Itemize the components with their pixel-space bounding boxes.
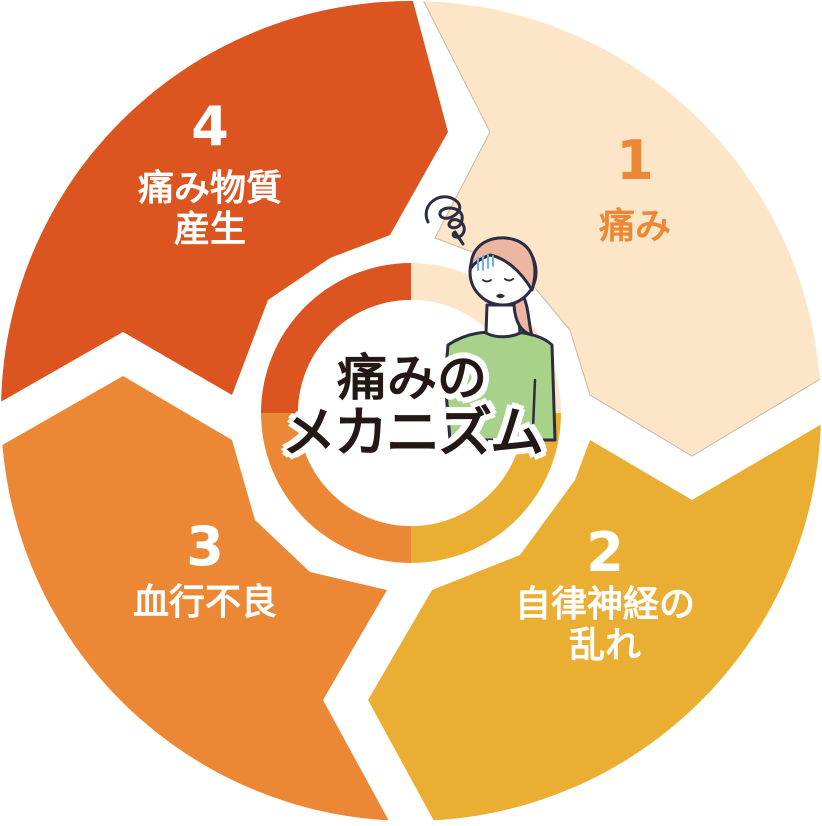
step-2-text-line1: 自律神経の [514,584,695,626]
title-line-2: メカニズム [282,400,544,464]
title-line-1: 痛みの [337,349,487,407]
step-3-number: 3 [186,515,224,578]
step-4-label: 4 痛み物質 産生 [90,95,330,251]
step-2-text-line2: 乱れ [568,625,641,667]
step-3-text-line1: 血行不良 [132,582,277,624]
step-2-label: 2 自律神経の 乱れ [465,521,745,667]
step-4-text-line1: 痛み物質 [137,168,282,210]
step-4-number: 4 [191,95,229,158]
diagram-title: 痛みの メカニズム [236,352,588,461]
step-4-text-line2: 産生 [173,209,246,251]
step-1-number: 1 [616,129,654,192]
woman-with-headache-icon [424,195,557,442]
step-2-number: 2 [586,521,624,584]
step-3-label: 3 血行不良 [85,515,325,624]
step-1-label: 1 痛み [555,129,715,248]
step-1-text-line1: 痛み [598,206,671,248]
